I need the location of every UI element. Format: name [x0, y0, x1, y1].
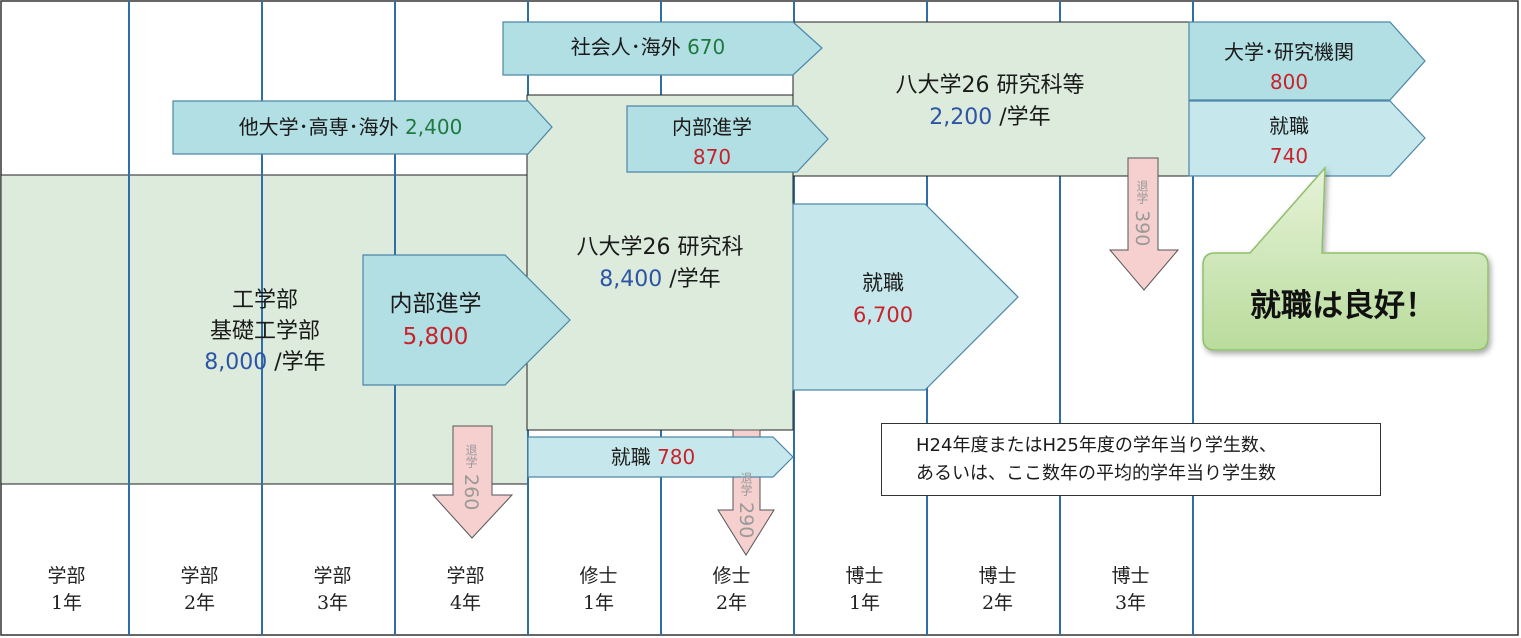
dropout-260-text: 退学 260 [460, 444, 482, 510]
arrow-job-master [792, 203, 1019, 391]
other-univ-text: 他大学･高専･海外 2,400 [173, 115, 528, 140]
column-label: 博士 3年 [1064, 563, 1197, 617]
column-label: 修士 2年 [665, 563, 798, 617]
callout-bubble [1202, 165, 1489, 351]
master-unit: /学年 [662, 267, 721, 292]
column-course: 修士 [712, 565, 751, 587]
arrow-dropout-390 [1108, 157, 1180, 291]
undergrad-line1: 工学部 [231, 288, 298, 313]
column-label: 学部 3年 [266, 563, 399, 617]
note-line1: H24年度またはH25年度の学年当り学生数、 [916, 435, 1277, 456]
arrow-internal-doctor [626, 105, 829, 173]
column-course: 修士 [579, 565, 618, 587]
column-course: 博士 [978, 565, 1017, 587]
column-course: 学部 [313, 565, 352, 587]
column-label: 博士 2年 [931, 563, 1064, 617]
flow-value: 6,700 [852, 303, 914, 327]
master-title: 八大学26 研究科 [576, 235, 744, 260]
flow-label: 社会人･海外 [570, 35, 688, 59]
column-course: 学部 [47, 565, 86, 587]
column-label: 修士 1年 [532, 563, 665, 617]
column-course: 学部 [180, 565, 219, 587]
flow-value: 2,400 [405, 115, 463, 139]
column-label: 博士 1年 [798, 563, 931, 617]
undergrad-label: 工学部 基礎工学部 8,000 /学年 [170, 285, 360, 378]
column-year: 2年 [715, 592, 748, 614]
dropout-290-text: 退学 290 [735, 472, 757, 538]
flow-value: 870 [692, 145, 732, 169]
flow-value: 780 [657, 445, 696, 469]
arrow-dropout-260 [431, 425, 514, 539]
column-year: 2年 [981, 592, 1014, 614]
internal-master-text: 内部進学 5,800 [363, 288, 508, 354]
dropout-label: 退学 [739, 472, 753, 496]
flow-label: 大学･研究機関 [1224, 40, 1354, 64]
flow-label: 内部進学 [389, 291, 482, 317]
column-year: 1年 [582, 592, 615, 614]
column-course: 博士 [1111, 565, 1150, 587]
doctor-title: 八大学26 研究科等 [895, 73, 1085, 98]
flow-value: 740 [1269, 144, 1309, 168]
column-year: 1年 [50, 592, 83, 614]
master-label: 八大学26 研究科 8,400 /学年 [530, 232, 790, 296]
column-label: 学部 1年 [0, 563, 133, 617]
flow-value: 5,800 [402, 324, 469, 350]
job-doctor-text: 就職 740 [1189, 111, 1389, 171]
doctor-label: 八大学26 研究科等 2,200 /学年 [850, 70, 1130, 134]
column-course: 学部 [446, 565, 485, 587]
column-year: 1年 [848, 592, 881, 614]
doctor-unit: /学年 [992, 105, 1051, 130]
column-year: 2年 [183, 592, 216, 614]
flow-label: 就職 [1269, 114, 1309, 138]
flow-label: 就職 [610, 445, 658, 469]
univ-research-text: 大学･研究機関 800 [1189, 37, 1389, 97]
arrow-internal-master [362, 254, 571, 386]
dropout-value: 290 [735, 502, 757, 539]
flow-value: 800 [1269, 70, 1309, 94]
flow-label: 他大学･高専･海外 [238, 115, 406, 139]
column-year: 3年 [1114, 592, 1147, 614]
callout-text: 就職は良好！ [1250, 288, 1436, 324]
master-count: 8,400 [599, 267, 663, 292]
flow-label: 内部進学 [672, 115, 752, 139]
doctor-count: 2,200 [929, 105, 993, 130]
note-box: H24年度またはH25年度の学年当り学生数、 あるいは、ここ数年の平均的学年当り… [881, 423, 1381, 496]
dropout-label: 退学 [464, 444, 478, 468]
internal-doctor-text: 内部進学 870 [627, 112, 797, 172]
arrow-job-undergrad [527, 436, 794, 478]
dropout-390-text: 退学 390 [1131, 180, 1153, 246]
arrow-adult-overseas [502, 21, 823, 76]
arrow-job-doctor [1188, 100, 1426, 177]
column-course: 博士 [845, 565, 884, 587]
note-line2: あるいは、ここ数年の平均的学年当り学生数 [916, 463, 1276, 484]
adult-overseas-text: 社会人･海外 670 [503, 35, 793, 60]
dropout-label: 退学 [1135, 180, 1149, 204]
undergrad-unit: /学年 [267, 350, 326, 375]
dropout-value: 390 [1131, 210, 1153, 247]
doctor-box [792, 21, 1191, 177]
undergrad-count: 8,000 [204, 350, 268, 375]
column-year: 4年 [449, 592, 482, 614]
column-label: 学部 2年 [133, 563, 266, 617]
flow-label: 就職 [862, 271, 904, 295]
dropout-value: 260 [460, 474, 482, 511]
column-year: 3年 [316, 592, 349, 614]
arrow-other-univ [172, 100, 553, 155]
arrow-univ-research [1188, 21, 1426, 101]
undergrad-line2: 基礎工学部 [209, 319, 320, 344]
flow-value: 670 [687, 35, 726, 59]
column-label: 学部 4年 [399, 563, 532, 617]
job-master-text: 就職 6,700 [793, 267, 973, 331]
job-undergrad-text: 就職 780 [528, 445, 778, 470]
